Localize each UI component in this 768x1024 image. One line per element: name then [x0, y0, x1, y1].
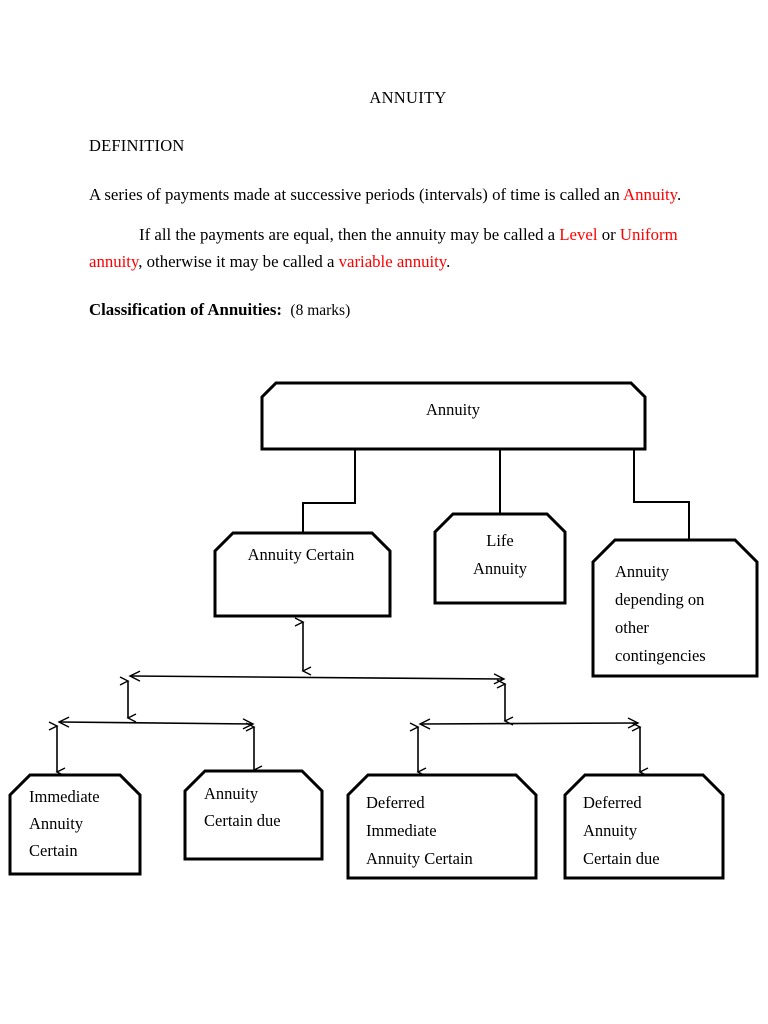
section-heading-definition: DEFINITION [89, 136, 185, 155]
node-annuity-contingencies-shape [591, 538, 759, 678]
node-deferred-immediate-annuity-certain[interactable]: Deferred Immediate Annuity Certain [346, 773, 538, 880]
node-deferred-annuity-certain-due[interactable]: Deferred Annuity Certain due [563, 773, 725, 880]
node-life-annuity-label-line1: Life [486, 531, 513, 550]
level-annuity-paragraph: If all the payments are equal, then the … [89, 221, 689, 275]
level-text-part3: , otherwise it may be called a [138, 252, 339, 271]
node-annuity-contingencies-label-line1: Annuity [615, 562, 670, 581]
classification-marks: (8 marks) [290, 302, 351, 319]
classification-heading: Classification of Annuities: (8 marks) [89, 300, 689, 320]
node-annuity-certain-due[interactable]: Annuity Certain due [183, 769, 324, 861]
edge-annuity-to-contingencies [633, 449, 690, 541]
node-annuity-contingencies[interactable]: Annuity depending on other contingencies [591, 538, 759, 678]
bus-upper-horizontal [128, 670, 506, 685]
bus-lower-right-horizontal [418, 717, 640, 730]
node-annuity-certain-shape [213, 531, 392, 618]
node-immediate-annuity-certain[interactable]: Immediate Annuity Certain [8, 773, 142, 876]
node-annuity[interactable]: Annuity [260, 381, 647, 451]
level-text-part4: . [446, 252, 451, 271]
level-text-part1: If all the payments are equal, then the … [139, 225, 560, 244]
node-annuity-contingencies-label-line4: contingencies [615, 646, 706, 665]
node-annuity-certain-due-label-line1: Annuity [204, 784, 259, 803]
node-life-annuity-label-line2: Annuity [473, 559, 528, 578]
node-annuity-certain-due-shape [183, 769, 324, 861]
node-immediate-annuity-certain-label-line3: Certain [29, 841, 78, 860]
node-life-annuity[interactable]: Life Annuity [433, 512, 567, 605]
node-deferred-annuity-certain-due-label-line3: Certain due [583, 849, 660, 868]
edge-annuity-to-annuity-certain [302, 449, 356, 534]
node-annuity-shape [260, 381, 647, 451]
node-annuity-contingencies-label-line3: other [615, 618, 649, 637]
definition-text-part2: . [676, 185, 682, 204]
node-deferred-immediate-annuity-certain-label-line1: Deferred [366, 793, 425, 812]
node-deferred-annuity-certain-due-label-line2: Annuity [583, 821, 638, 840]
node-annuity-certain-label: Annuity Certain [248, 545, 355, 564]
document-text-block: ANNUITY DEFINITION A series of payments … [89, 88, 689, 320]
node-deferred-immediate-annuity-certain-label-line2: Immediate [366, 821, 437, 840]
definition-text-part1: A series of payments made at successive … [89, 185, 624, 204]
node-deferred-immediate-annuity-certain-shape [346, 773, 538, 880]
classification-label: Classification of Annuities: [89, 300, 283, 319]
node-immediate-annuity-certain-shape [8, 773, 142, 876]
node-deferred-immediate-annuity-certain-label-line3: Annuity Certain [366, 849, 473, 868]
node-annuity-contingencies-label-line2: depending on [615, 590, 704, 609]
node-annuity-label: Annuity [426, 400, 481, 419]
definition-highlight-annuity: Annuity [623, 185, 677, 204]
node-deferred-annuity-certain-due-shape [563, 773, 725, 880]
level-highlight-uniform-annuity: Uniform annuity [89, 225, 678, 271]
page-title: ANNUITY [369, 88, 447, 107]
bus-lower-left-horizontal [57, 716, 255, 730]
level-highlight-variable-annuity: variable annuity [338, 252, 447, 271]
node-deferred-annuity-certain-due-label-line1: Deferred [583, 793, 642, 812]
node-annuity-certain[interactable]: Annuity Certain [213, 531, 392, 618]
definition-paragraph: A series of payments made at successive … [89, 181, 689, 208]
node-immediate-annuity-certain-label-line2: Annuity [29, 814, 84, 833]
level-highlight-level: Level [559, 225, 598, 244]
node-annuity-certain-due-label-line2: Certain due [204, 811, 281, 830]
node-life-annuity-shape [433, 512, 567, 605]
level-text-part2: or [597, 225, 620, 244]
node-immediate-annuity-certain-label-line1: Immediate [29, 787, 100, 806]
